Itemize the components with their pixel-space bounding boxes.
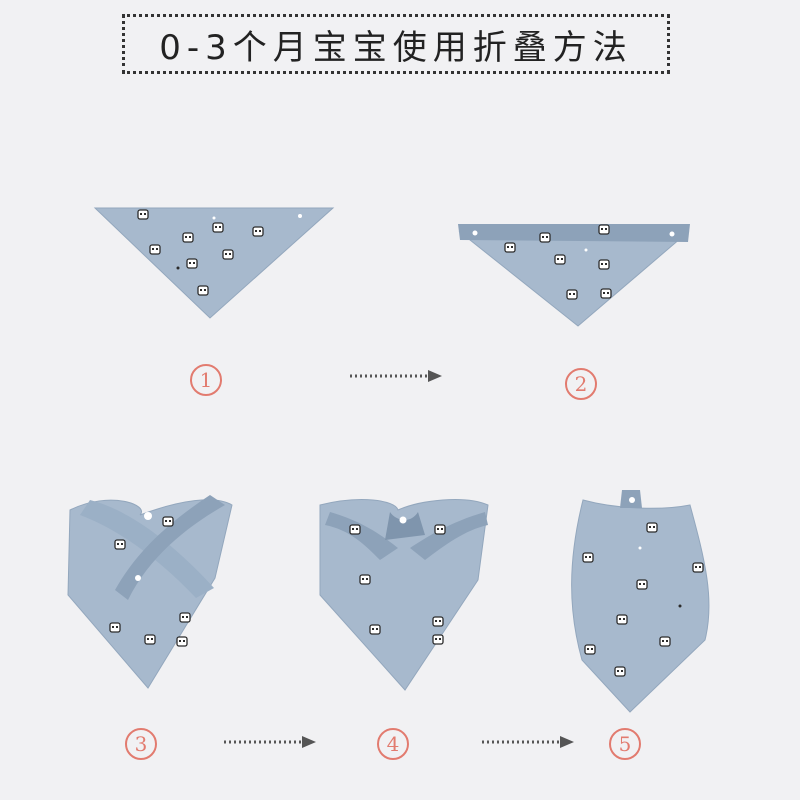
step-number-5: 5	[609, 728, 641, 760]
step-number-4: 4	[377, 728, 409, 760]
page-title: 0-3个月宝宝使用折叠方法	[159, 27, 633, 68]
dotted-arrow-icon	[224, 736, 316, 748]
dotted-arrow-icon	[350, 370, 442, 382]
bib-step-5-icon	[571, 490, 710, 713]
bib-step-2-icon	[458, 224, 690, 327]
title-frame: 0-3个月宝宝使用折叠方法	[122, 14, 670, 74]
bib-step-4-icon	[319, 499, 489, 691]
bib-step-1-icon	[93, 207, 335, 319]
step-number-2: 2	[565, 368, 597, 400]
bib-step-3-icon	[67, 495, 233, 689]
step-number-3: 3	[125, 728, 157, 760]
step-number-1: 1	[190, 364, 222, 396]
dotted-arrow-icon	[482, 736, 574, 748]
